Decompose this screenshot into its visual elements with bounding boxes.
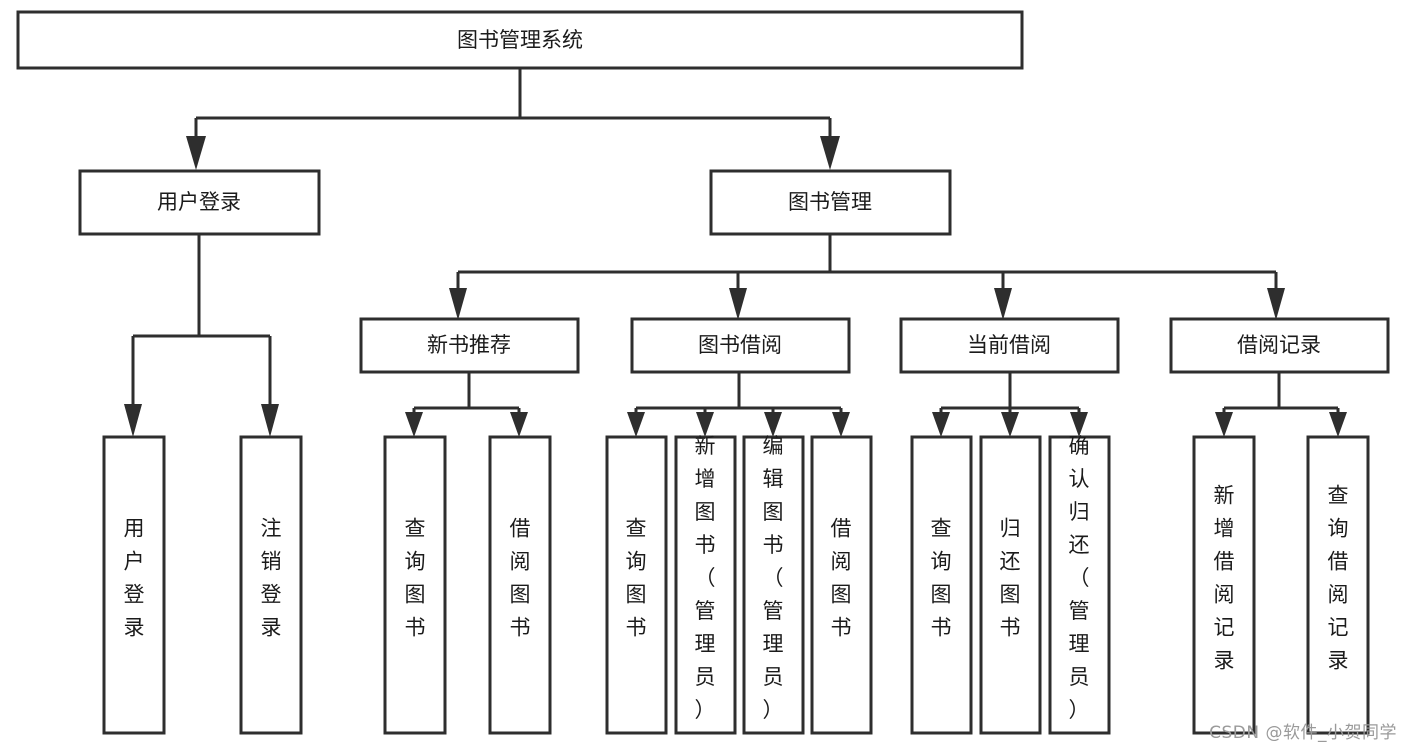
node-leaf-user-login-box[interactable]: [102, 435, 166, 735]
node-current-borrow-box[interactable]: [899, 317, 1120, 374]
connector-group-book-manage: [449, 234, 1285, 320]
node-leaf-user-login-label: 用户登录: [124, 517, 145, 640]
node-leaf-query-book-3-box[interactable]: [910, 435, 973, 735]
node-leaf-borrow-book-1-box[interactable]: [488, 435, 552, 735]
node-root[interactable]: 图书管理系统: [16, 10, 1024, 70]
arrow-head-leaf-user-login: [124, 404, 142, 437]
arrow-head-leaf-query-record: [1329, 412, 1347, 437]
node-leaf-add-record[interactable]: 新增借阅记录: [1192, 435, 1256, 735]
node-leaf-query-record-box[interactable]: [1306, 435, 1370, 735]
node-leaf-add-book[interactable]: 新增图书（管理员）: [674, 434, 737, 735]
node-leaf-query-book-2-box[interactable]: [605, 435, 668, 735]
node-leaf-user-login[interactable]: 用户登录: [102, 435, 166, 735]
connector-group-new-book-recommend: [405, 372, 528, 437]
arrow-head-user-login: [186, 136, 206, 170]
arrow-head-leaf-return-book: [1001, 412, 1019, 437]
node-leaf-borrow-book-2-label: 借阅图书: [831, 517, 852, 640]
node-new-book-recommend-box[interactable]: [359, 317, 580, 374]
node-leaf-borrow-book-2-box[interactable]: [810, 435, 873, 735]
arrow-head-leaf-query-book-3: [932, 412, 950, 437]
node-leaf-confirm-return[interactable]: 确认归还（管理员）: [1048, 434, 1111, 735]
node-user-login-label: 用户登录: [157, 190, 241, 214]
node-root-label: 图书管理系统: [457, 28, 583, 52]
connector-group-current-borrow: [932, 372, 1088, 437]
node-leaf-borrow-book-2[interactable]: 借阅图书: [810, 435, 873, 735]
node-book-borrow[interactable]: 图书借阅: [630, 317, 851, 374]
arrow-head-borrow-record: [1267, 288, 1285, 320]
arrow-head-leaf-edit-book: [764, 412, 782, 437]
connector-group-borrow-record: [1215, 372, 1347, 437]
node-new-book-recommend-label: 新书推荐: [427, 333, 511, 357]
arrow-head-new-book-recommend: [449, 288, 467, 320]
arrow-head-leaf-borrow-book-1: [510, 412, 528, 437]
node-user-login-box[interactable]: [78, 169, 321, 236]
arrow-head-book-borrow: [729, 288, 747, 320]
node-book-borrow-label: 图书借阅: [698, 333, 782, 357]
arrow-head-leaf-add-book: [696, 412, 714, 437]
node-current-borrow-label: 当前借阅: [967, 333, 1051, 357]
node-new-book-recommend[interactable]: 新书推荐: [359, 317, 580, 374]
connector-group-user-login: [124, 234, 279, 437]
node-leaf-query-book-3-label: 查询图书: [931, 517, 952, 640]
arrow-head-book-manage: [820, 136, 840, 170]
connector-group-root: [186, 68, 840, 170]
node-leaf-confirm-return-box[interactable]: [1048, 435, 1111, 735]
node-book-borrow-box[interactable]: [630, 317, 851, 374]
node-leaf-logout-login[interactable]: 注销登录: [239, 435, 303, 735]
node-leaf-logout-login-label: 注销登录: [261, 517, 282, 640]
node-borrow-record-label: 借阅记录: [1237, 333, 1321, 357]
arrow-head-leaf-confirm-return: [1070, 412, 1088, 437]
node-leaf-query-book-1[interactable]: 查询图书: [383, 435, 447, 735]
node-leaf-query-book-1-box[interactable]: [383, 435, 447, 735]
node-leaf-edit-book[interactable]: 编辑图书（管理员）: [742, 434, 805, 735]
arrow-head-leaf-query-book-2: [627, 412, 645, 437]
arrow-head-leaf-add-record: [1215, 412, 1233, 437]
node-leaf-return-book-label: 归还图书: [1000, 517, 1021, 640]
node-leaf-borrow-book-1-label: 借阅图书: [510, 517, 531, 640]
node-leaf-edit-book-box[interactable]: [742, 435, 805, 735]
node-book-manage-label: 图书管理: [788, 190, 872, 214]
node-leaf-query-book-3[interactable]: 查询图书: [910, 435, 973, 735]
node-leaf-query-record[interactable]: 查询借阅记录: [1306, 435, 1370, 735]
node-user-login[interactable]: 用户登录: [78, 169, 321, 236]
node-leaf-return-book-box[interactable]: [979, 435, 1042, 735]
node-borrow-record-box[interactable]: [1169, 317, 1390, 374]
node-leaf-query-record-label: 查询借阅记录: [1328, 484, 1349, 673]
node-leaf-confirm-return-label: 确认归还（管理员）: [1069, 434, 1090, 722]
node-root-box[interactable]: [16, 10, 1024, 70]
arrow-head-leaf-query-book-1: [405, 412, 423, 437]
node-borrow-record[interactable]: 借阅记录: [1169, 317, 1390, 374]
node-leaf-query-book-2-label: 查询图书: [626, 517, 647, 640]
node-leaf-add-record-label: 新增借阅记录: [1214, 484, 1235, 673]
connector-group-book-borrow: [627, 372, 850, 437]
node-leaf-add-book-label: 新增图书（管理员）: [695, 434, 716, 722]
node-book-manage-box[interactable]: [709, 169, 952, 236]
node-leaf-add-book-box[interactable]: [674, 435, 737, 735]
node-leaf-borrow-book-1[interactable]: 借阅图书: [488, 435, 552, 735]
arrow-head-leaf-borrow-book-2: [832, 412, 850, 437]
node-leaf-query-book-1-label: 查询图书: [405, 517, 426, 640]
node-leaf-query-book-2[interactable]: 查询图书: [605, 435, 668, 735]
node-current-borrow[interactable]: 当前借阅: [899, 317, 1120, 374]
node-book-manage[interactable]: 图书管理: [709, 169, 952, 236]
node-leaf-logout-login-box[interactable]: [239, 435, 303, 735]
arrow-head-current-borrow: [994, 288, 1012, 320]
node-leaf-add-record-box[interactable]: [1192, 435, 1256, 735]
arrow-head-leaf-logout-login: [261, 404, 279, 437]
node-leaf-return-book[interactable]: 归还图书: [979, 435, 1042, 735]
node-leaf-edit-book-label: 编辑图书（管理员）: [763, 434, 784, 722]
